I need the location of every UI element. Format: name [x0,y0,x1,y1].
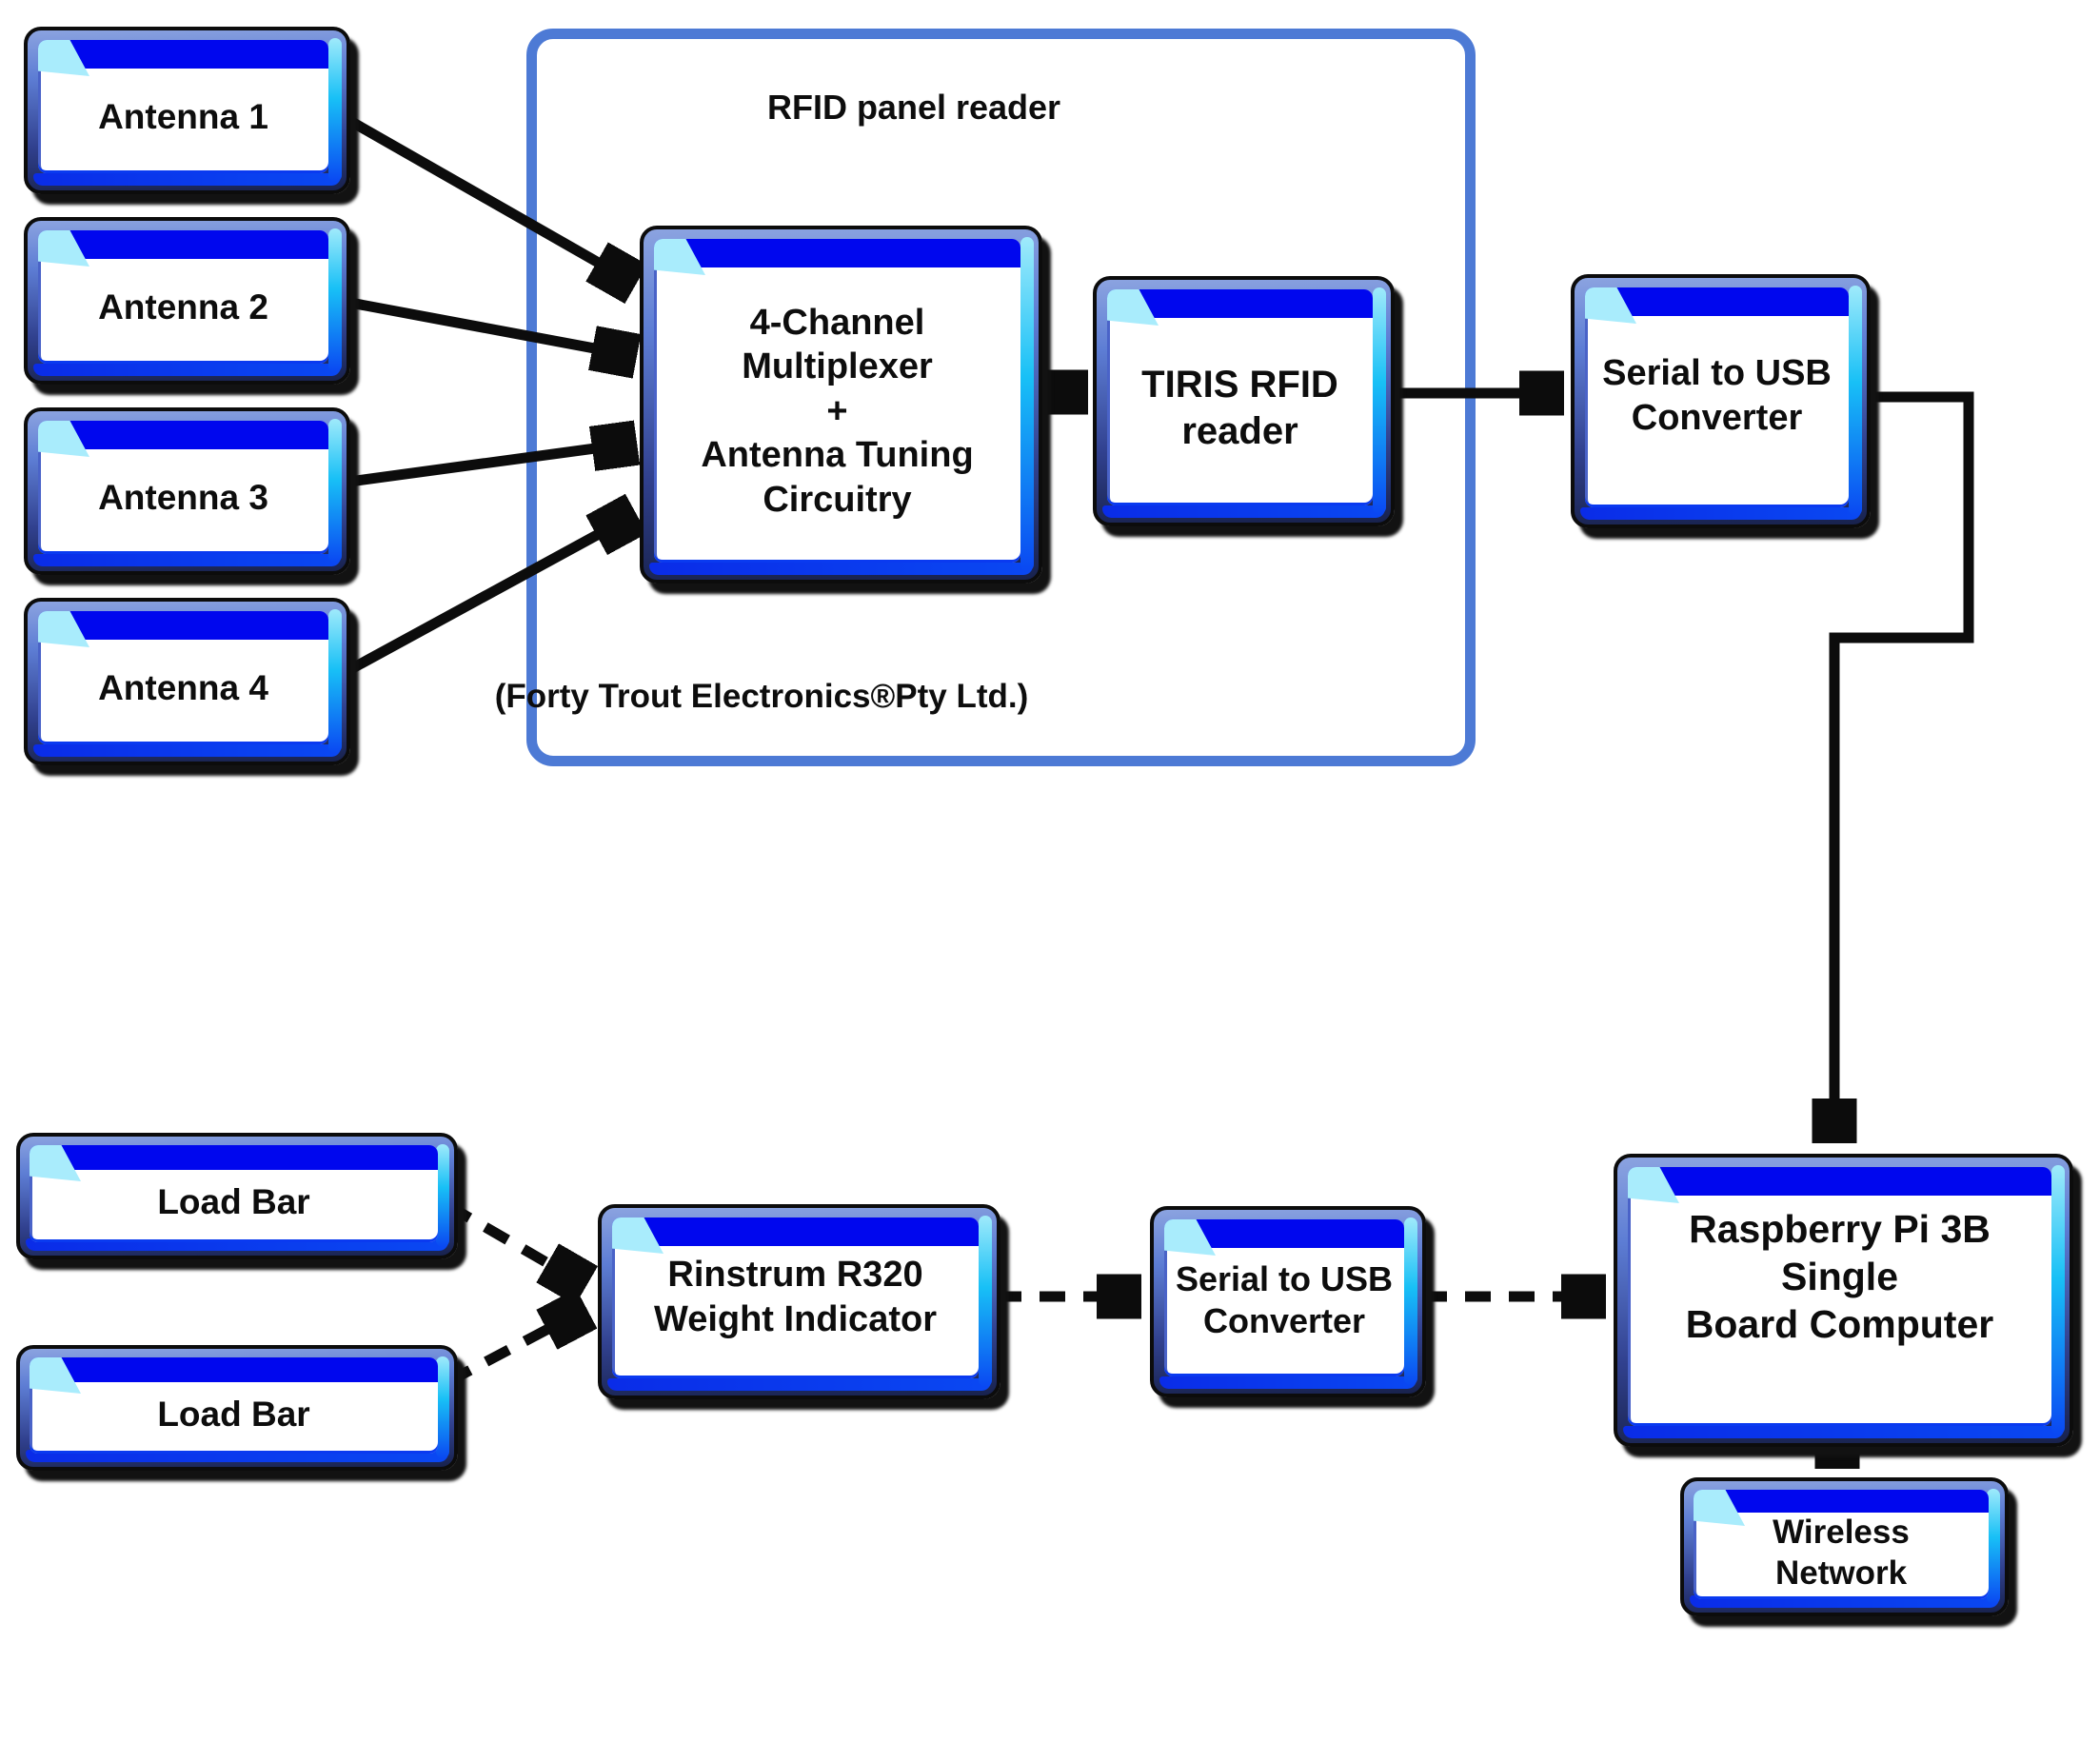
box-face: TIRIS RFID reader [1107,289,1373,505]
node-label-line: Antenna Tuning [701,435,974,476]
box-right-highlight [1849,286,1862,516]
box-bottom-edge [607,1378,991,1391]
node-label-line: Rinstrum R320 [667,1255,923,1296]
node-load-bar-2: Load Bar [16,1345,458,1471]
node-label-line: + [826,390,848,431]
node-tiris-rfid-reader: TIRIS RFID reader [1093,276,1395,526]
node-label: Antenna 2 [98,287,268,327]
box-face: Antenna 4 [38,611,328,744]
box-face: Load Bar [30,1357,438,1454]
box-face: Raspberry Pi 3B Single Board Computer [1628,1167,2051,1426]
box-bottom-edge [649,563,1033,575]
box-face: Antenna 2 [38,230,328,364]
edge-loadbar2-rinstrum [445,1312,581,1387]
node-label-line: Weight Indicator [654,1298,937,1339]
node-antenna-2: Antenna 2 [24,217,350,385]
edge-loadbar1-rinstrum [445,1200,581,1282]
box-right-highlight [328,609,342,753]
rfid-panel-reader-title: RFID panel reader [766,88,1061,127]
box-face: Serial to USB Converter [1164,1219,1404,1376]
box-bottom-edge [1580,507,1861,520]
box-header-bar [654,239,1020,267]
node-multiplexer: 4-Channel Multiplexer + Antenna Tuning C… [640,226,1042,584]
box-header-bar [38,230,328,259]
node-raspberry-pi-3b: Raspberry Pi 3B Single Board Computer [1614,1154,2073,1447]
box-face: Antenna 1 [38,40,328,173]
node-label: Load Bar [157,1182,310,1222]
box-right-highlight [328,419,342,563]
node-label-line: TIRIS RFID [1141,363,1338,406]
box-right-highlight [328,38,342,182]
node-label-line: Network [1774,1554,1908,1592]
box-right-highlight [328,228,342,372]
box-bottom-edge [1623,1426,2064,1438]
node-wireless-network: Wireless Network [1680,1477,2009,1616]
box-face: Wireless Network [1694,1490,1989,1599]
box-face: Antenna 3 [38,421,328,554]
box-bottom-edge [33,744,341,757]
node-rinstrum-r320-weight-indicator: Rinstrum R320 Weight Indicator [598,1204,1000,1399]
node-serial-usb-converter-top: Serial to USB Converter [1571,274,1871,528]
rfid-panel-reader-subtitle: (Forty Trout Electronics®Pty Ltd.) [494,678,1029,715]
box-header-bar [38,611,328,640]
box-bottom-edge [1102,505,1385,518]
box-header-bar [1628,1167,2051,1196]
node-label: Antenna 4 [98,668,268,708]
node-label-line: Multiplexer [742,346,933,387]
box-face: Rinstrum R320 Weight Indicator [612,1217,979,1378]
box-header-bar [38,421,328,449]
box-bottom-edge [33,554,341,566]
node-antenna-4: Antenna 4 [24,598,350,765]
box-header-bar [612,1217,979,1246]
node-label-line: reader [1181,409,1298,452]
box-right-highlight [436,1356,449,1458]
box-face: Serial to USB Converter [1585,287,1849,507]
node-label-line: Raspberry Pi 3B Single [1689,1206,1991,1298]
box-right-highlight [979,1216,992,1387]
box-right-highlight [1373,287,1386,514]
node-label-line: 4-Channel [749,303,925,344]
node-load-bar-1: Load Bar [16,1133,458,1259]
node-label-line: Circuitry [763,479,912,520]
box-header-bar [30,1357,438,1382]
box-right-highlight [1020,237,1034,571]
node-label-line: Serial to USB [1175,1258,1394,1298]
box-header-bar [30,1145,438,1170]
node-antenna-3: Antenna 3 [24,407,350,575]
node-label: Antenna 1 [98,97,268,137]
box-right-highlight [1404,1217,1417,1385]
node-label-line: Wireless [1773,1513,1910,1551]
box-header-bar [38,40,328,69]
node-label: Load Bar [157,1394,310,1434]
node-serial-usb-converter-bottom: Serial to USB Converter [1150,1206,1426,1397]
box-header-bar [1694,1490,1989,1513]
node-antenna-1: Antenna 1 [24,27,350,194]
box-right-highlight [436,1144,449,1247]
box-right-highlight [2051,1165,2065,1435]
node-label-line: Serial to USB [1602,353,1832,394]
box-bottom-edge [33,173,341,186]
node-label-line: Converter [1202,1300,1366,1340]
box-right-highlight [1987,1489,2000,1604]
node-label-line: Board Computer [1685,1302,1994,1346]
box-bottom-edge [33,364,341,376]
box-face: 4-Channel Multiplexer + Antenna Tuning C… [654,239,1020,563]
node-label-line: Converter [1631,397,1803,438]
box-face: Load Bar [30,1145,438,1242]
node-label: Antenna 3 [98,478,268,518]
box-bottom-edge [1159,1376,1417,1389]
